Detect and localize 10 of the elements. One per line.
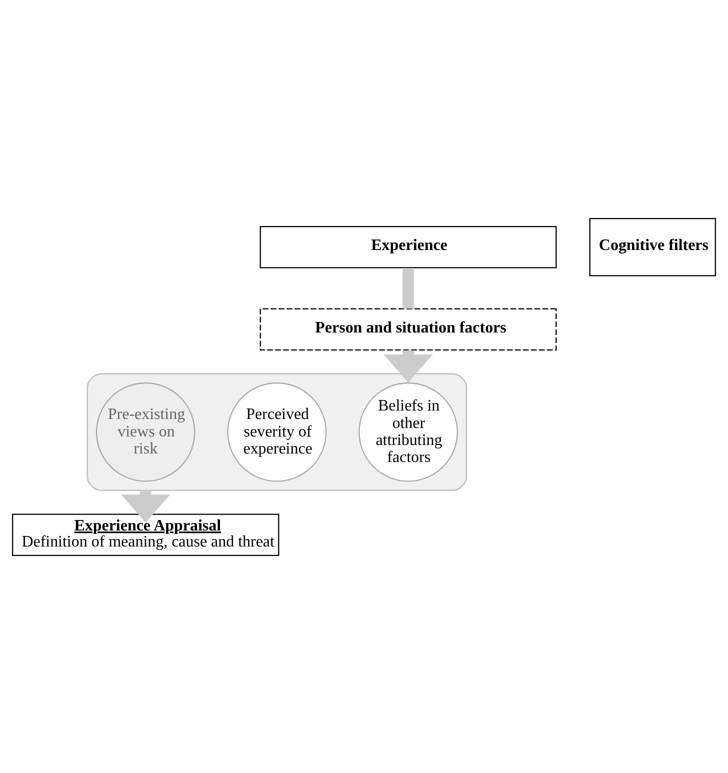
node-box: Person and situation factors xyxy=(260,308,557,350)
node-circle: Beliefs in other attributing factors xyxy=(358,382,458,482)
node-box: Experience Appraisal Definition of meaning, cause and threat xyxy=(12,513,280,556)
arrow xyxy=(384,350,433,382)
node-circle: Pre-existing views on risk xyxy=(96,382,196,482)
node-circle: Perceived severity of expereince xyxy=(227,382,327,482)
cluster xyxy=(86,372,468,490)
node-box: Experience xyxy=(260,226,557,268)
node-box: Cognitive filters xyxy=(589,218,716,276)
arrow xyxy=(121,490,170,522)
